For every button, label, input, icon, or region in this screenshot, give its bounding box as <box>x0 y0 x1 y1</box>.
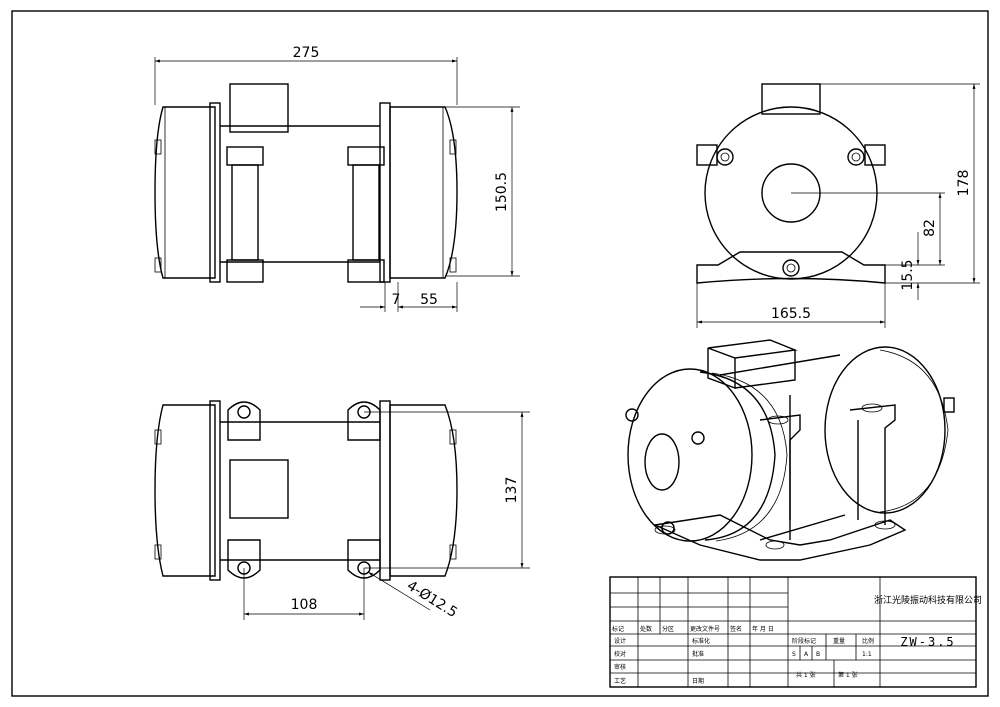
side-view-dimensions: 275 150.5 7 55 <box>154 45 520 312</box>
top-view-dimensions: 137 108 4-Ø12.5 <box>243 411 530 621</box>
stage-mark-b: B <box>816 651 820 658</box>
scale-value: 1:1 <box>862 651 872 658</box>
stage-mark-s: S <box>792 651 796 658</box>
side-view <box>154 83 458 283</box>
company-name: 浙江光陵振动科技有限公司 <box>874 594 982 606</box>
weight-label: 重量 <box>833 637 845 645</box>
dim-offset-small: 7 <box>392 292 401 308</box>
left-label-3: 工艺 <box>614 677 626 685</box>
dim-height-total: 178 <box>956 170 972 197</box>
dim-overall-length: 275 <box>293 45 320 61</box>
row-label-4: 签名 <box>730 625 742 633</box>
top-view <box>154 400 458 581</box>
left-label-2: 审核 <box>614 663 626 671</box>
dim-mount-depth: 137 <box>504 477 520 504</box>
sheet-border <box>11 10 989 697</box>
row-label-0: 标记 <box>612 625 624 633</box>
mid-label-0: 标准化 <box>692 637 710 645</box>
dim-base-thickness: 15.5 <box>900 259 916 290</box>
left-label-1: 校对 <box>614 650 626 658</box>
sheet-total: 共 1 张 <box>796 671 816 679</box>
row-label-5: 年 月 日 <box>752 625 774 633</box>
scale-label: 比例 <box>862 637 874 645</box>
row-label-1: 处数 <box>640 625 652 633</box>
dim-mount-spacing: 108 <box>291 597 318 613</box>
row-label-2: 分区 <box>662 625 674 633</box>
dim-center-height: 82 <box>922 219 938 237</box>
isometric-view <box>625 339 955 561</box>
model-number: ZW-3.5 <box>900 635 955 649</box>
end-view <box>696 83 886 284</box>
mid-label-1: 批准 <box>692 650 704 658</box>
stage-label: 阶段标记 <box>792 637 816 645</box>
stage-mark-a: A <box>804 651 809 658</box>
dim-offset-end: 55 <box>420 292 438 308</box>
left-label-0: 设计 <box>614 637 626 645</box>
row-label-3: 更改文件号 <box>690 625 720 633</box>
dim-side-height: 150.5 <box>494 172 510 212</box>
dim-base-width: 165.5 <box>771 306 811 322</box>
mid-label-2: 日期 <box>692 677 704 685</box>
end-view-dimensions: 178 82 15.5 165.5 <box>696 83 980 328</box>
title-block: 浙江光陵振动科技有限公司 ZW-3.5 标记 处数 分区 更改文件号 签名 年 … <box>609 576 982 688</box>
sheet-number: 第 1 张 <box>838 671 858 679</box>
